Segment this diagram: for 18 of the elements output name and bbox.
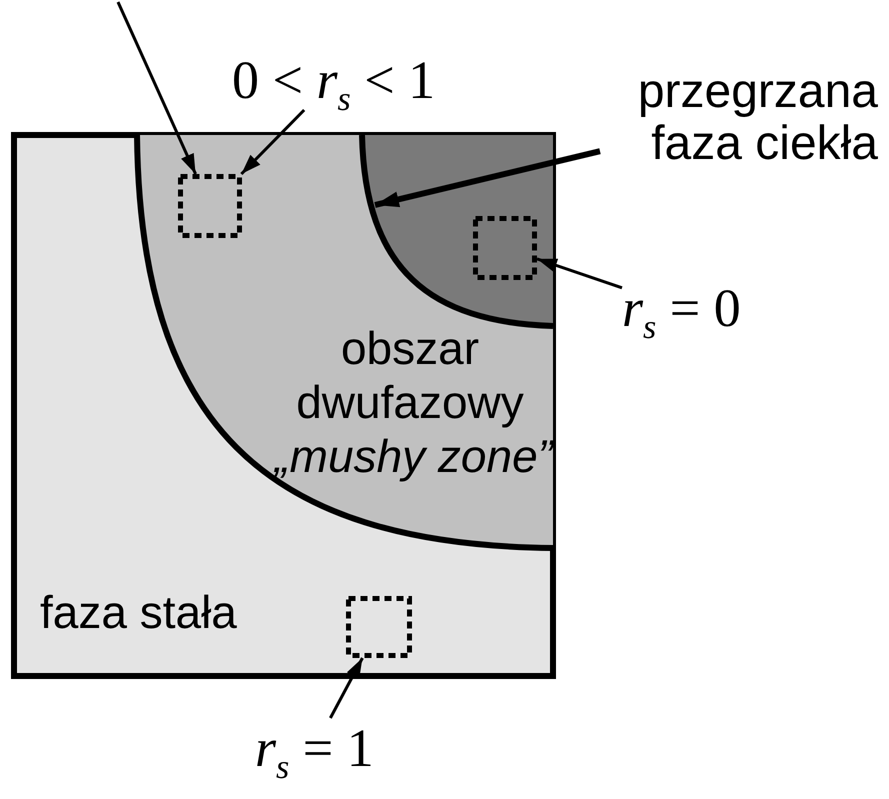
dotted-square <box>178 174 242 238</box>
arrow <box>374 148 601 208</box>
formula-label: 0 < r$_{s}$ < 1 <box>232 50 436 110</box>
dotted-square <box>473 216 537 280</box>
liquid-phase-region <box>362 135 553 326</box>
arrow <box>536 257 622 290</box>
solid-phase-region <box>11 132 556 679</box>
region-label: obszar dwufazowy <box>295 321 525 429</box>
region-label: faza stała <box>40 585 238 639</box>
mushy-zone-region <box>137 135 553 548</box>
region-label: „mushy zone” <box>273 429 553 483</box>
arrow <box>329 657 364 719</box>
arrow <box>116 1 197 175</box>
dotted-square <box>346 596 412 658</box>
formula-label: r$_{s}$ = 0 <box>622 278 741 338</box>
region-label: przegrzana faza ciekła <box>600 66 878 170</box>
arrow <box>240 108 306 176</box>
formula-label: r$_{s}$ = 1 <box>255 718 374 778</box>
